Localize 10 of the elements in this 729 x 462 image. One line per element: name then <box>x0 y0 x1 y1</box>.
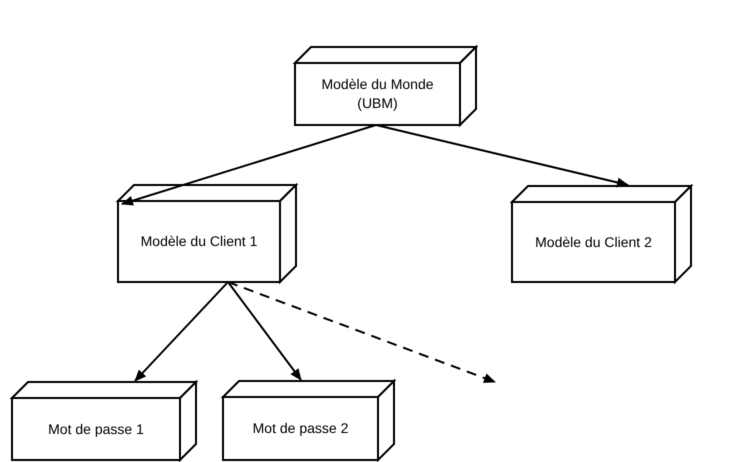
box-label: Modèle du Monde (UBM) <box>320 75 435 113</box>
dashed-arrow <box>228 281 496 383</box>
arrow <box>376 124 629 188</box>
box-label: Mot de passe 1 <box>47 420 145 438</box>
box-label: Mot de passe 2 <box>252 419 350 438</box>
arrow <box>134 281 229 382</box>
box-label: Modèle du Client 1 <box>140 232 258 251</box>
arrow <box>227 281 302 381</box>
box-label: Modèle du Client 2 <box>534 232 653 252</box>
arrow <box>121 124 376 206</box>
